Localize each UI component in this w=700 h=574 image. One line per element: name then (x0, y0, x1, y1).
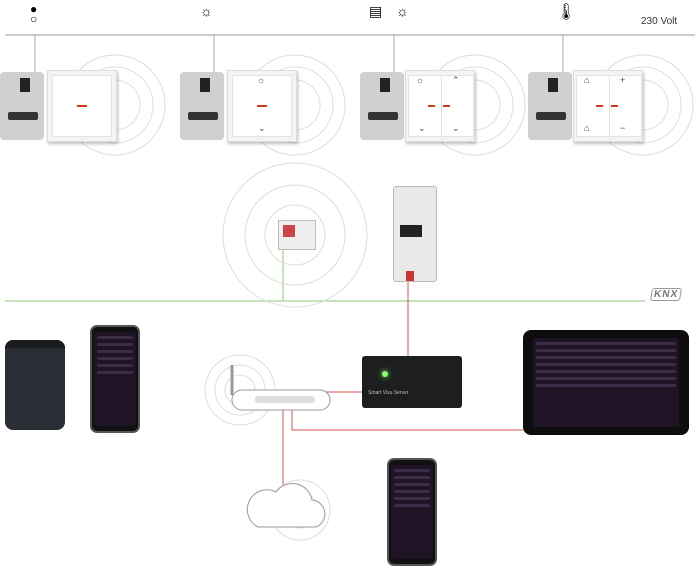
smartphone[interactable] (387, 458, 437, 566)
flush-mount-insert (180, 72, 224, 140)
smartphone[interactable] (90, 325, 140, 433)
flush-mount-insert (528, 72, 572, 140)
server-label: Smart Visu Server (368, 390, 409, 396)
knx-radio-coupler (278, 220, 316, 250)
dimmer-switch[interactable]: ☼⌄ (227, 70, 297, 142)
cloud-icon (246, 483, 326, 528)
blind-dimmer-switch[interactable]: ☼⌃ ⌄⌄ (405, 70, 475, 142)
dimmer-light-icon: ☼ (200, 3, 213, 19)
knx-ip-router-din (393, 186, 437, 282)
wall-tablet[interactable] (523, 330, 689, 435)
blind-icon: ▤ (369, 3, 383, 19)
flush-mount-insert (360, 72, 404, 140)
on-off-icon: ●○ (30, 2, 38, 26)
ip-line (291, 405, 523, 431)
thermostat-switch[interactable]: ⌂+ ⌂− (573, 70, 643, 142)
router (230, 365, 331, 411)
flush-mount-insert (0, 72, 44, 140)
thermometer-icon: 🌡 (556, 4, 577, 21)
smart-visu-server: Smart Visu Server (362, 356, 462, 408)
dimmer-light-icon: ☼ (396, 3, 409, 19)
smart-speaker (5, 340, 65, 430)
switch-1gang[interactable] (47, 70, 117, 142)
knx-logo: KNX (649, 288, 683, 301)
voltage-label: 230 Volt (641, 16, 678, 27)
